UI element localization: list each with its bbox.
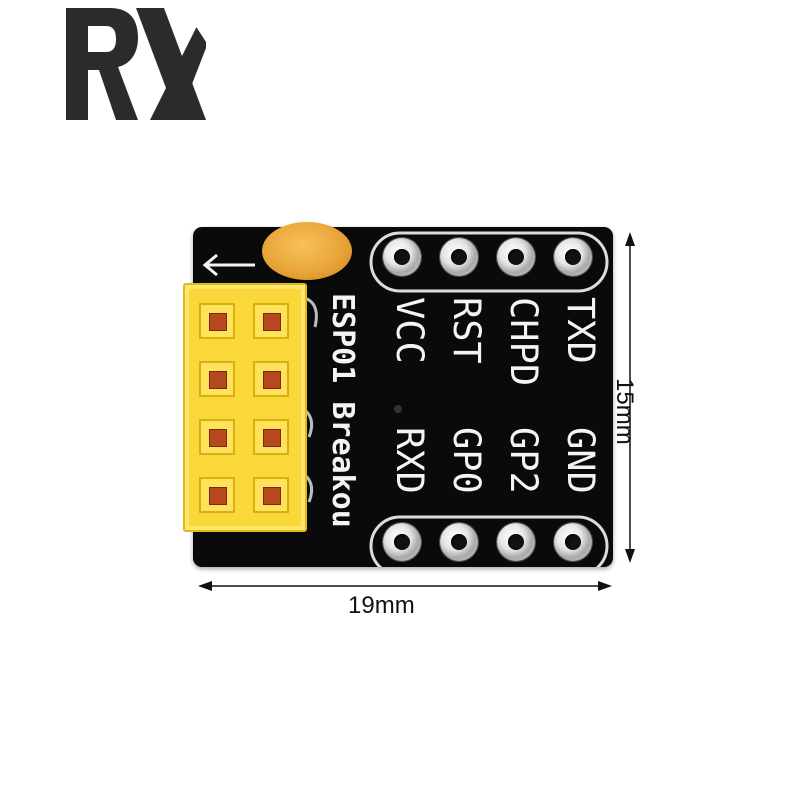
header-socket bbox=[253, 361, 289, 397]
pin-pad-gnd bbox=[554, 523, 592, 561]
arrow-left-icon bbox=[202, 253, 255, 277]
header-socket bbox=[199, 419, 235, 455]
pin-pad-rst bbox=[440, 238, 478, 276]
pin-pad-vcc bbox=[383, 238, 421, 276]
pin-pad-gp0 bbox=[440, 523, 478, 561]
female-pin-header bbox=[183, 283, 307, 532]
header-socket bbox=[253, 303, 289, 339]
header-socket bbox=[199, 477, 235, 513]
header-socket bbox=[253, 477, 289, 513]
width-dimension-label: 19mm bbox=[348, 592, 415, 619]
pin-pad-txd bbox=[554, 238, 592, 276]
pin-pad-chpd bbox=[497, 238, 535, 276]
pin-pad-gp2 bbox=[497, 523, 535, 561]
height-dimension-label: 15mm bbox=[611, 378, 638, 445]
ceramic-capacitor bbox=[262, 222, 352, 280]
header-socket bbox=[199, 361, 235, 397]
header-socket bbox=[199, 303, 235, 339]
rx-logo bbox=[66, 8, 206, 120]
pin-pad-rxd bbox=[383, 523, 421, 561]
header-socket bbox=[253, 419, 289, 455]
